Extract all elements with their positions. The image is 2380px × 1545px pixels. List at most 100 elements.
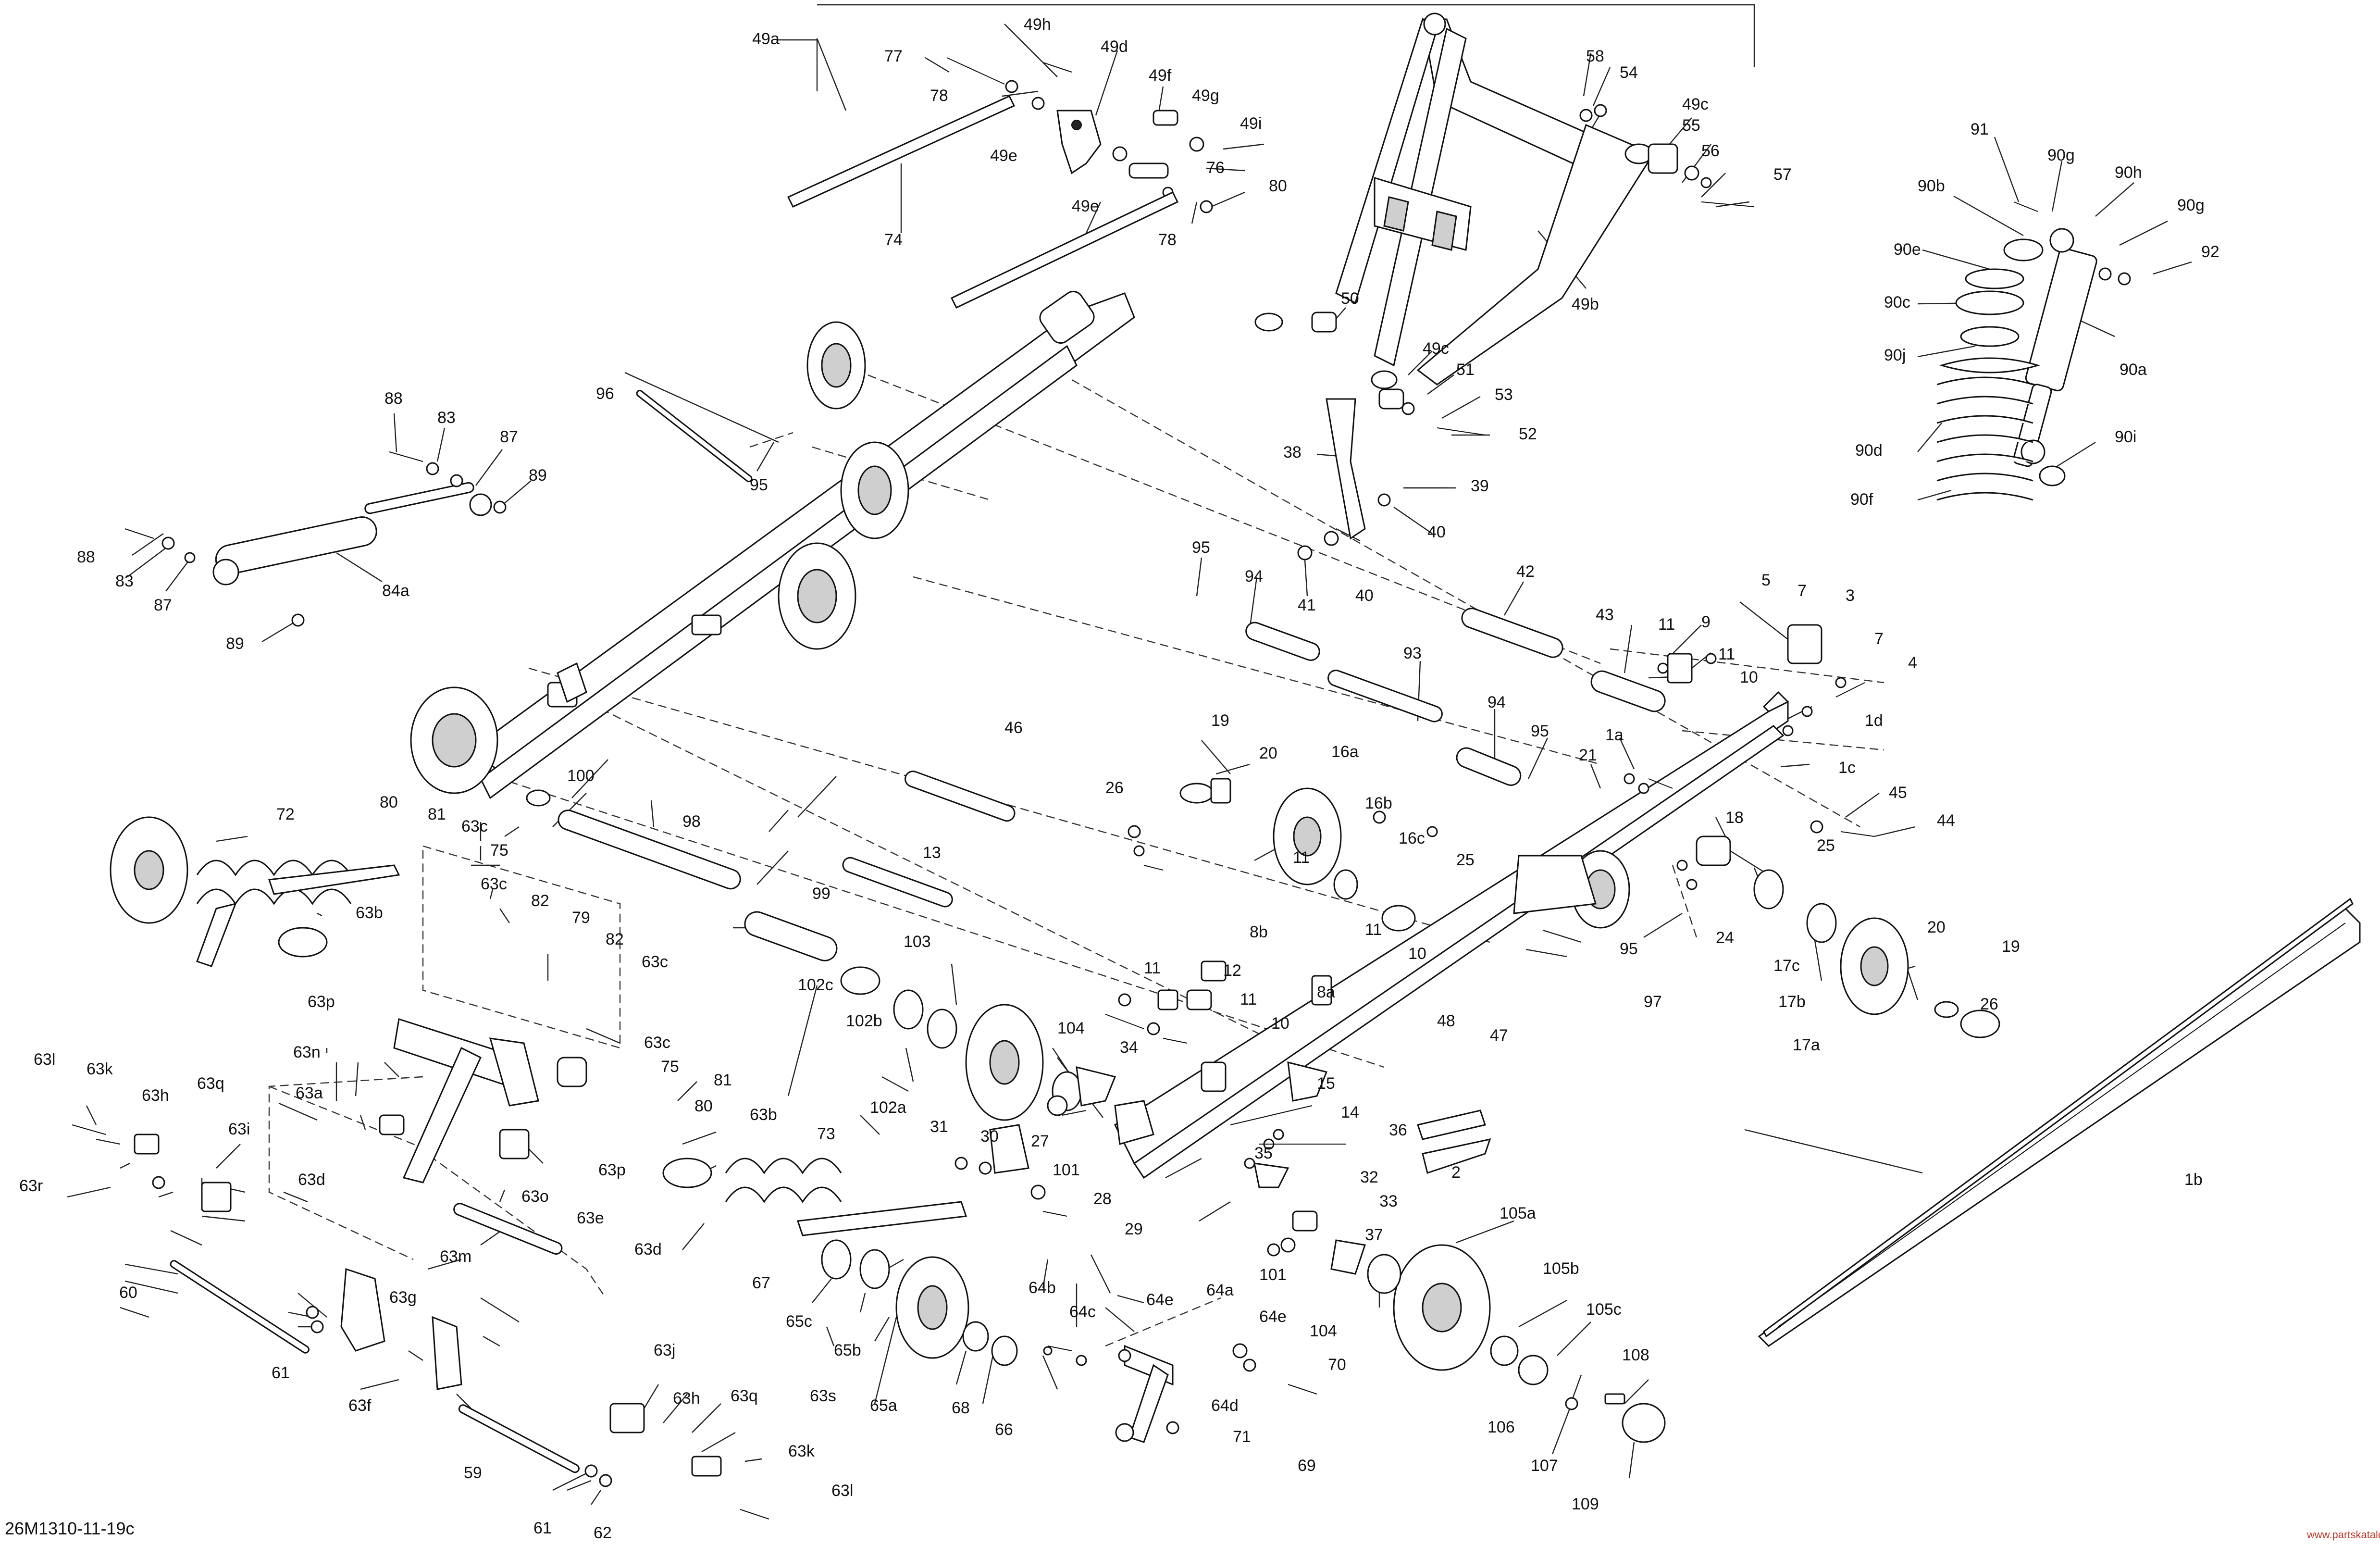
callout-53: 53 [1495, 386, 1513, 404]
callout-63q-2: 63q [731, 1387, 758, 1405]
callout-95b: 95 [1192, 538, 1210, 557]
callout-63l-2: 63l [831, 1482, 853, 1500]
callout-54: 54 [1620, 63, 1638, 82]
callout-63k-2: 63k [788, 1442, 815, 1460]
callout-66: 66 [995, 1420, 1013, 1439]
callout-82b: 82 [606, 930, 624, 948]
callout-15: 15 [1317, 1074, 1335, 1093]
callout-9: 9 [1701, 613, 1711, 631]
callout-63i: 63i [228, 1120, 250, 1138]
callout-95c: 95 [1531, 722, 1549, 740]
callout-81a: 81 [428, 805, 446, 823]
callout-90d: 90d [1855, 441, 1883, 460]
callout-94a: 94 [1245, 567, 1263, 586]
callout-63p-2: 63p [598, 1161, 626, 1179]
callout-11d: 11 [1365, 921, 1382, 939]
callout-63h-1: 63h [142, 1086, 169, 1105]
callout-10b: 10 [1408, 945, 1426, 963]
callout-90j: 90j [1884, 346, 1906, 364]
callout-52: 52 [1519, 425, 1537, 443]
callout-101a: 101 [1053, 1161, 1080, 1179]
top-hardware [787, 57, 1755, 561]
callout-63n: 63n [293, 1043, 321, 1061]
callout-104a: 104 [1057, 1019, 1085, 1037]
callout-25b: 25 [1817, 836, 1835, 855]
torsion-springs [196, 860, 967, 1236]
callout-90i: 90i [2115, 428, 2136, 446]
callout-63c-1: 63c [461, 817, 488, 835]
callout-69: 69 [1298, 1457, 1316, 1475]
callout-17c: 17c [1773, 957, 1800, 975]
callout-105a: 105a [1500, 1204, 1536, 1222]
callout-25a: 25 [1456, 851, 1475, 869]
callout-108: 108 [1622, 1346, 1649, 1364]
callout-64d: 64d [1211, 1396, 1239, 1415]
callout-63b-1: 63b [356, 904, 383, 922]
callout-40a: 40 [1427, 523, 1446, 541]
callout-17a: 17a [1793, 1036, 1820, 1054]
callout-107: 107 [1531, 1457, 1558, 1475]
callout-63d-2: 63d [634, 1240, 662, 1258]
callout-103: 103 [904, 933, 931, 951]
callout-26a: 26 [1105, 779, 1124, 797]
callout-14: 14 [1341, 1103, 1359, 1121]
callout-4: 4 [1908, 654, 1917, 672]
callout-7a: 7 [1797, 582, 1807, 600]
callout-8b: 8b [1250, 923, 1268, 941]
callout-1b: 1b [2184, 1171, 2203, 1189]
callout-47: 47 [1490, 1026, 1508, 1045]
callout-78b: 78 [1158, 231, 1177, 249]
callout-63e: 63e [577, 1209, 604, 1227]
callout-59: 59 [464, 1464, 482, 1482]
callout-49c-2: 49c [1423, 339, 1449, 358]
callout-49e-2: 49e [1072, 197, 1099, 215]
callout-75a: 75 [490, 841, 508, 860]
callout-90c: 90c [1884, 293, 1910, 311]
callout-63m: 63m [440, 1247, 471, 1266]
callout-90g-1: 90g [2047, 146, 2075, 164]
callout-102c: 102c [798, 976, 833, 994]
callout-49d: 49d [1101, 37, 1128, 56]
callout-19a: 19 [1211, 711, 1229, 730]
callout-11a: 11 [1658, 615, 1675, 634]
callout-63c-4: 63c [644, 1034, 670, 1052]
callout-11f: 11 [1240, 990, 1257, 1009]
callout-49e-1: 49e [990, 147, 1017, 165]
callout-101b: 101 [1259, 1266, 1287, 1284]
callout-31: 31 [930, 1118, 948, 1136]
callout-81b: 81 [714, 1071, 732, 1089]
callout-11e: 11 [1144, 959, 1161, 977]
callout-88a: 88 [384, 389, 403, 408]
callout-39: 39 [1471, 477, 1489, 495]
callout-90a: 90a [2120, 361, 2147, 379]
callout-90b: 90b [1918, 177, 1945, 195]
callout-11b: 11 [1718, 645, 1735, 663]
callout-20a: 20 [1259, 744, 1277, 762]
callout-63g: 63g [389, 1288, 417, 1307]
rear-shock-assembly [1936, 201, 2131, 501]
callout-16a: 16a [1331, 743, 1359, 761]
leader-lines [67, 4, 2192, 1505]
callout-87b: 87 [154, 596, 172, 614]
callout-105c: 105c [1586, 1300, 1622, 1319]
callout-63c-2: 63c [481, 875, 507, 893]
callout-78a: 78 [930, 87, 948, 105]
callout-11c: 11 [1293, 848, 1310, 867]
callout-57: 57 [1773, 165, 1792, 184]
callout-90h: 90h [2115, 163, 2142, 182]
callout-72: 72 [276, 805, 295, 823]
callout-56: 56 [1701, 142, 1720, 160]
callout-50: 50 [1341, 289, 1359, 308]
callout-1c: 1c [1838, 759, 1856, 777]
callout-100: 100 [567, 767, 595, 785]
callout-87a: 87 [500, 428, 518, 446]
callout-29: 29 [1125, 1220, 1143, 1238]
callout-67: 67 [752, 1274, 770, 1292]
callout-7b: 7 [1874, 630, 1884, 648]
callout-20b: 20 [1927, 918, 1946, 936]
callout-28: 28 [1093, 1190, 1112, 1208]
callout-89b: 89 [226, 635, 244, 653]
callout-102a: 102a [870, 1098, 906, 1117]
callout-16b: 16b [1365, 794, 1392, 812]
